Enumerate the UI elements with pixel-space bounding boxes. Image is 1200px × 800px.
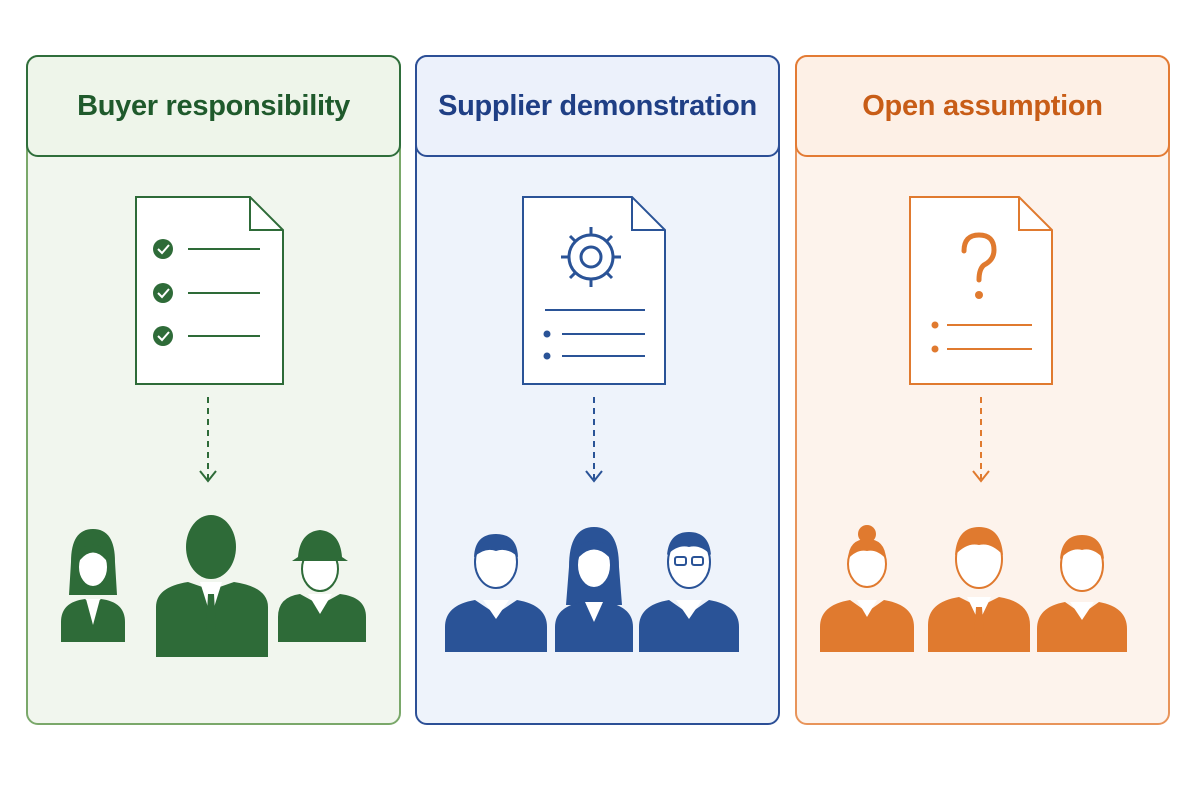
supplier-demonstration-graphic (445, 196, 739, 652)
supplier-team-icon (445, 527, 739, 652)
gear-document-icon (522, 196, 666, 385)
buyer-responsibility-header: Buyer responsibility (26, 55, 401, 157)
buyer-responsibility-panel: Buyer responsibility (26, 55, 401, 725)
dashed-down-arrow (585, 397, 603, 483)
question-document-icon (909, 196, 1053, 385)
supplier-demonstration-header: Supplier demonstration (415, 55, 780, 157)
open-assumption-graphic (820, 196, 1127, 652)
supplier-demonstration-panel: Supplier demonstration (415, 55, 780, 725)
buyer-team-icon (61, 515, 366, 657)
open-assumption-panel: Open assumption (795, 55, 1170, 725)
buyer-responsibility-graphic (61, 196, 366, 657)
open-team-icon (820, 525, 1127, 652)
checklist-document-icon (135, 196, 284, 385)
open-assumption-header: Open assumption (795, 55, 1170, 157)
dashed-down-arrow (972, 397, 990, 483)
dashed-down-arrow (199, 397, 217, 483)
